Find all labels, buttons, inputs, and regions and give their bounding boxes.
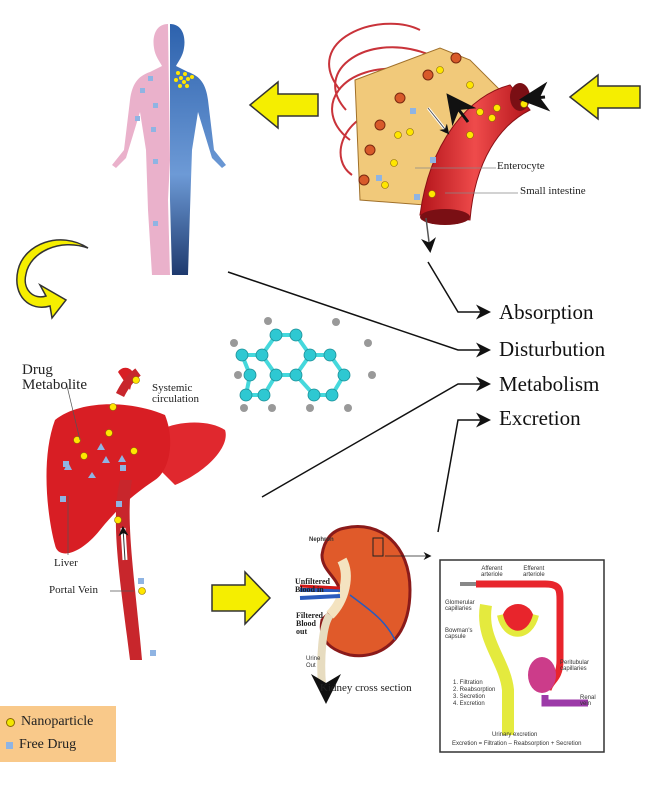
label-urine-out: Urine Out [306, 656, 320, 670]
label-portal-vein: Portal Vein [49, 584, 98, 596]
label-metabolism: Metabolism [499, 372, 600, 396]
arrow-liver-to-kidney [211, 570, 272, 626]
human-body [112, 24, 226, 275]
label-excretion: Excretion [499, 406, 581, 430]
step-secretion: 3. Secretion [453, 694, 486, 700]
label-systemic-circulation: Systemic circulation [152, 383, 199, 405]
label-filtered-line1: Filtered [296, 611, 323, 620]
body-left-half [112, 24, 170, 275]
legend-label-free-drug: Free Drug [19, 737, 77, 752]
body-free-drug-markers [135, 76, 158, 226]
label-filtered-line3: out [296, 627, 308, 636]
legend-label-nanoparticle: Nanoparticle [21, 714, 94, 729]
label-glomerular-line2: capillaries [445, 606, 472, 612]
nephron-steps-list: 1. Filtration 2. Reabsorption 3. Secreti… [453, 680, 495, 708]
step-excretion: 4. Excretion [453, 701, 485, 707]
label-glomerular-line1: Glomerular [445, 600, 475, 606]
label-bowman-line1: Bowman's [445, 628, 473, 634]
label-liver: Liver [54, 557, 78, 569]
arrow-body-to-liver [16, 239, 89, 320]
small-intestine-illustration [328, 22, 551, 253]
label-drug-metabolite-line2: Metabolite [22, 377, 87, 393]
label-systemic-line1: Systemic [152, 382, 193, 394]
connector-excretion [437, 412, 491, 533]
label-enterocyte: Enterocyte [497, 160, 545, 172]
step-reabsorption: 2. Reabsorption [453, 687, 496, 693]
label-excretion-equation: Excretion = Filtration – Reabsorption + … [452, 741, 582, 747]
legend-item-nanoparticle: Nanoparticle [6, 714, 93, 730]
label-urine-line2: Out [306, 663, 316, 669]
label-peritubular-line1: Peritubular [560, 660, 590, 666]
legend: Nanoparticle Free Drug [0, 706, 116, 762]
adme-connectors [227, 261, 491, 533]
label-unfiltered-line2: Blood in [295, 585, 324, 594]
legend-item-free-drug: Free Drug [6, 737, 76, 753]
label-renal-line1: Renal [580, 695, 596, 701]
step-filtration: 1. Filtration [453, 680, 483, 686]
label-drug-metabolite-line1: Drug [22, 362, 53, 378]
label-peritubular-line2: capillaries [560, 666, 587, 672]
arrow-intake [568, 73, 641, 121]
liver-left-lobe [46, 404, 171, 554]
nanoparticle-icon [6, 717, 15, 727]
nephron-panel [439, 559, 605, 753]
connector-metabolism [261, 376, 491, 498]
molecule-icon [230, 317, 376, 412]
label-efferent-line1: Efferent [523, 566, 545, 572]
label-distribution: Disturbution [499, 337, 606, 361]
label-urine-line1: Urine [306, 656, 321, 662]
portal-vein [115, 480, 142, 660]
label-afferent-line1: Afferent [481, 566, 503, 572]
label-urinary-excretion: Urinary excretion [492, 732, 538, 738]
label-systemic-line2: circulation [152, 393, 200, 405]
label-drug-metabolite: Drug Metabolite [22, 363, 87, 393]
label-nephron: Nephron [309, 537, 334, 543]
liver-illustration [46, 367, 226, 660]
label-kidney-caption: Kidney cross section [320, 682, 412, 694]
label-small-intestine: Small intestine [520, 185, 586, 197]
label-afferent-line2: arteriole [481, 572, 503, 578]
label-filtered-blood: Filtered Blood out [296, 612, 323, 636]
arrow-intestine-to-body [248, 80, 319, 130]
label-unfiltered-blood: Unfiltered Blood in [295, 578, 330, 594]
connector-absorption [427, 261, 491, 320]
kidney-illustration [299, 525, 432, 704]
label-efferent-line2: arteriole [523, 572, 545, 578]
body-nanoparticle-cluster [174, 71, 194, 88]
label-unfiltered-line1: Unfiltered [295, 577, 330, 586]
label-filtered-line2: Blood [296, 619, 317, 628]
liver-right-lobe [160, 422, 226, 485]
body-right-half [170, 24, 226, 275]
label-absorption: Absorption [499, 300, 594, 324]
label-bowman-line2: capsule [445, 634, 466, 640]
free-drug-icon [6, 741, 13, 749]
label-renal-line2: vein [580, 701, 592, 707]
connector-distribution [227, 271, 491, 358]
